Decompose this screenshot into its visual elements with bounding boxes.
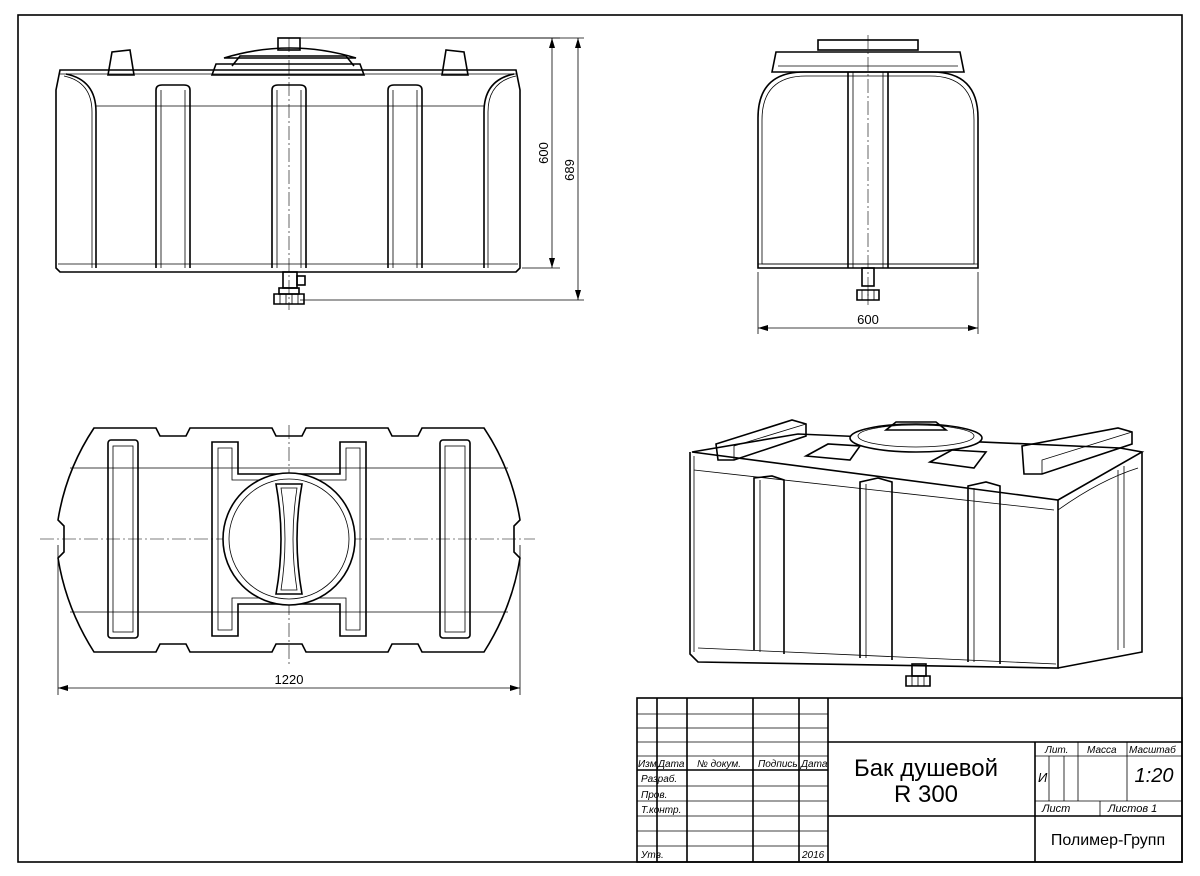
dim-end-width: 600 [857, 312, 879, 327]
drawing-title-line2: R 300 [894, 781, 958, 808]
row-tkontr: Т.контр. [641, 805, 681, 816]
drawing-title-line1: Бак душевой [854, 755, 998, 782]
dim-side-overall-height: 689 [562, 159, 577, 181]
row-razrab: Разраб. [641, 773, 677, 785]
row-prov: Пров. [641, 790, 667, 801]
lit-value: И [1038, 770, 1048, 785]
col-doc: № докум. [697, 759, 741, 770]
col-izm: Изм [638, 759, 657, 770]
year: 2016 [801, 850, 825, 861]
col-data: Дата [657, 759, 685, 770]
sheets-label: Листов 1 [1107, 803, 1157, 815]
sheet-frame [17, 14, 1183, 863]
row-utv: Утв. [640, 850, 664, 861]
scale-value: 1:20 [1135, 765, 1174, 787]
scale-label: Масштаб [1129, 744, 1176, 756]
title-block: Изм Дата № докум. Подпись Дата Разраб. П… [636, 697, 1183, 863]
plan-view: 1220 [40, 425, 535, 695]
col-sign: Подпись [758, 759, 798, 770]
company-name: Полимер-Групп [1051, 832, 1165, 849]
lit-label: Лит. [1044, 745, 1068, 756]
side-view: 600 689 [55, 37, 584, 310]
dim-length: 1220 [275, 672, 304, 687]
mass-label: Масса [1087, 745, 1117, 756]
iso-view [689, 419, 1145, 687]
end-view: 600 [757, 35, 979, 334]
col-date: Дата [800, 759, 828, 770]
sheet-label: Лист [1041, 803, 1070, 815]
dim-side-height: 600 [536, 142, 551, 164]
